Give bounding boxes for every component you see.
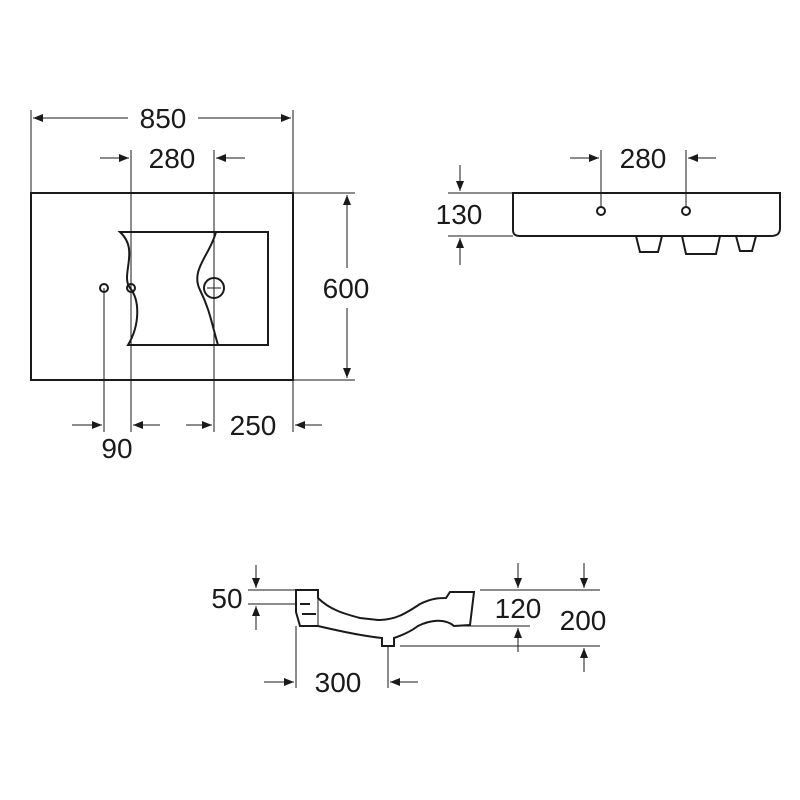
waste-outline — [196, 231, 219, 346]
dim-250: 250 — [230, 410, 277, 441]
bowl-outline — [117, 231, 269, 346]
dim-850: 850 — [140, 103, 187, 134]
side-view: 50 120 200 300 — [211, 563, 606, 698]
front-outline — [512, 192, 781, 237]
dim-130: 130 — [436, 199, 483, 230]
basin-outline — [30, 192, 294, 381]
dim-90: 90 — [101, 433, 132, 464]
dim-120: 120 — [495, 593, 542, 624]
front-hole-right — [681, 206, 691, 216]
side-section — [295, 589, 476, 647]
dim-200: 200 — [560, 605, 607, 636]
front-hole-left — [596, 206, 606, 216]
dim-50: 50 — [211, 583, 242, 614]
dim-280-top: 280 — [149, 143, 196, 174]
front-view: 280 130 — [436, 143, 781, 265]
dim-280-front: 280 — [620, 143, 667, 174]
top-view: 850 280 600 90 250 — [30, 103, 370, 464]
front-feet — [635, 235, 757, 255]
dim-600: 600 — [323, 273, 370, 304]
dim-300: 300 — [315, 667, 362, 698]
